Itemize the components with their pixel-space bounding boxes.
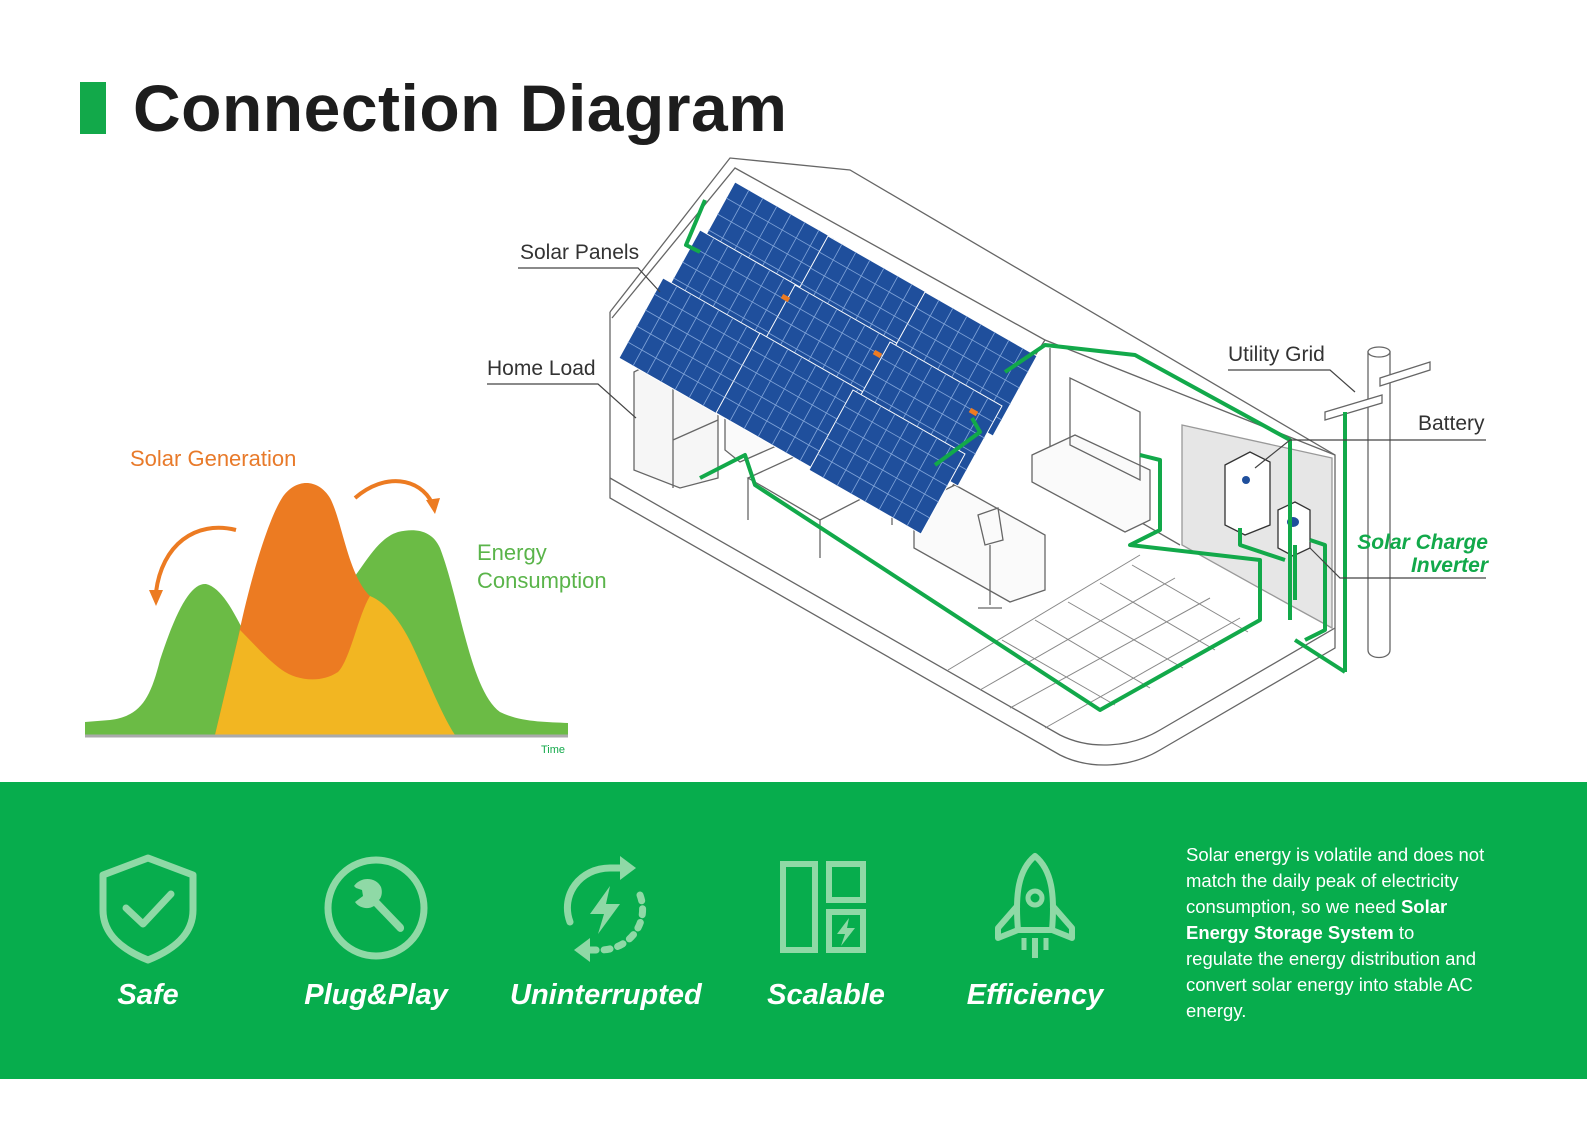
description-bold: Solar Energy Storage System: [1186, 896, 1448, 943]
feature-label-uninterrupted: Uninterrupted: [510, 979, 702, 1011]
inverter-label-line2: Inverter: [1410, 554, 1488, 577]
modules-icon: [780, 861, 866, 953]
feature-efficiency: Efficiency: [940, 850, 1130, 1012]
panel-cell-line: [819, 251, 932, 317]
panel-cell-line: [844, 405, 957, 471]
feature-safe: Safe: [53, 850, 243, 1012]
time-axis-label: Time: [541, 744, 566, 756]
battery-unit: [1224, 451, 1271, 536]
panel-cell-line: [654, 293, 767, 359]
panel-cell-line: [864, 421, 910, 503]
lamp: [977, 507, 1004, 609]
page-title: Connection Diagram: [133, 71, 788, 145]
utility-pole: [1367, 351, 1391, 659]
left-arrow-icon: [154, 525, 237, 593]
energy-label-line2: Consumption: [477, 568, 607, 593]
panel-cell-line: [799, 380, 845, 462]
panel-cell-line: [757, 356, 803, 438]
solar-panels: [618, 181, 1038, 535]
solar-panels-label: Solar Panels: [520, 241, 640, 264]
panel-cell-line: [785, 372, 831, 454]
feature-label-scalable: Scalable: [767, 979, 885, 1011]
energy-consumption-label: Energy Consumption: [477, 539, 607, 595]
panel-cell-line: [817, 453, 930, 519]
sofa: [913, 484, 1046, 603]
panel-cell-line: [742, 364, 855, 430]
panel-cell-line: [878, 429, 924, 511]
panel-cell-line: [872, 373, 985, 439]
wrench-icon: [324, 856, 428, 960]
panel-cell-line: [751, 348, 864, 414]
title-accent-bar: [80, 82, 106, 134]
tv: [1069, 376, 1141, 482]
panel-cell-line: [850, 413, 896, 495]
utility-grid-label: Utility Grid: [1228, 343, 1325, 366]
right-arrow-icon: [353, 479, 434, 504]
right-arrow-head: [426, 498, 440, 514]
battery-label: Battery: [1418, 412, 1485, 435]
roof-outline: [609, 157, 1336, 630]
home-load-label: Home Load: [487, 357, 596, 380]
energy-label-line1: Energy: [477, 540, 547, 565]
house-illustration: [609, 157, 1431, 766]
panel-cell-line: [810, 267, 923, 333]
panel-cell-line: [907, 323, 1020, 389]
panel-cell-line: [688, 317, 734, 399]
panel-cell-line: [627, 341, 740, 407]
feature-band: [0, 782, 1587, 1079]
panel-cell-line: [645, 309, 758, 375]
leader-lines: [487, 267, 1486, 579]
feature-label-efficiency: Efficiency: [966, 979, 1104, 1011]
panel-cell-line: [682, 261, 795, 327]
left-arrow-head: [149, 590, 163, 606]
feature-plug-play: Plug&Play: [281, 850, 471, 1012]
solar-generation-label: Solar Generation: [130, 446, 297, 471]
panel-cell-line: [646, 293, 692, 375]
panel-cell-line: [733, 380, 846, 446]
panel-cell-line: [660, 301, 706, 383]
panel-cell-line: [835, 421, 948, 487]
panel-connectors: [780, 293, 979, 417]
panel-cell-line: [898, 339, 1011, 405]
inverter-label-line1: Solar Charge: [1357, 531, 1488, 554]
feature-label-plug-play: Plug&Play: [304, 979, 448, 1011]
feature-scalable: Scalable: [731, 850, 921, 1012]
panel-cell-line: [836, 405, 882, 487]
panel-cell-line: [702, 325, 748, 407]
feature-uninterrupted: Uninterrupted: [510, 850, 702, 1012]
panel-cell-line: [892, 437, 938, 519]
description-text: Solar energy is volatile and does not ma…: [1186, 842, 1486, 1024]
panel-cell-line: [743, 348, 789, 430]
panel-cell-line: [863, 389, 976, 455]
panel-cell-line: [636, 325, 749, 391]
overlap-area: [215, 596, 455, 735]
panel-cell-line: [632, 285, 678, 367]
panel-cell-line: [826, 437, 939, 503]
panel-cell-line: [673, 277, 786, 343]
connection-diagram: [85, 157, 1486, 766]
panel-cell-line: [777, 316, 890, 382]
panel-cell-line: [771, 364, 817, 446]
inverter-label: Solar Charge Inverter: [1340, 531, 1488, 577]
energy-chart: [85, 479, 568, 738]
panel-cell-line: [729, 340, 775, 422]
panel-cell-line: [768, 332, 881, 398]
description-before: Solar energy is volatile and does not ma…: [1186, 844, 1485, 917]
shield-check-icon: [99, 854, 197, 964]
tv-cabinet: [1031, 434, 1151, 533]
panel-cell-line: [674, 309, 720, 391]
lightning-refresh-icon: [563, 856, 647, 962]
panel-cell-line: [822, 397, 868, 479]
feature-label-safe: Safe: [117, 979, 179, 1011]
house-floor: [609, 478, 1336, 766]
description-after: to regulate the energy distribution and …: [1186, 922, 1477, 1021]
panel-cell-line: [724, 396, 837, 462]
rocket-icon: [995, 853, 1075, 958]
panel-cell-line: [916, 307, 1029, 373]
panel-cell-line: [801, 283, 914, 349]
wiring: [684, 199, 1347, 712]
